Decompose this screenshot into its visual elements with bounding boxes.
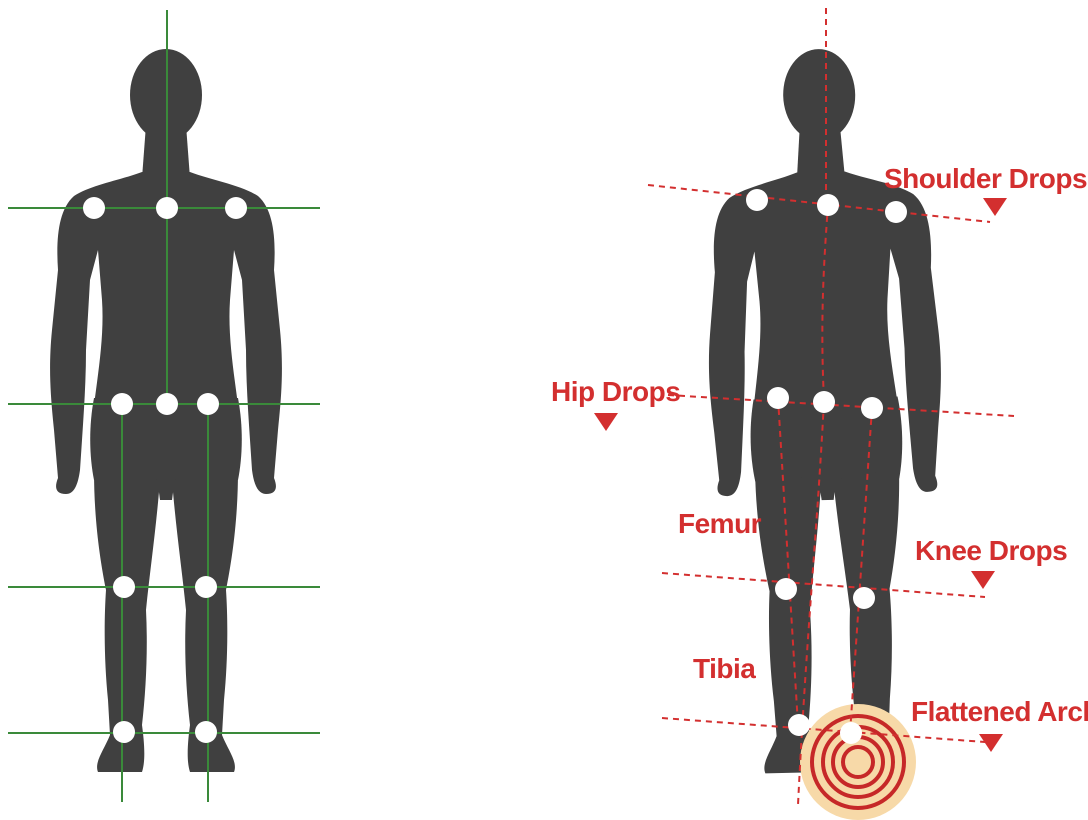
shoulder-drops-label: Shoulder Drops	[884, 163, 1087, 194]
joint-marker	[840, 722, 862, 744]
tibia-label: Tibia	[693, 653, 756, 684]
aligned-figure	[8, 10, 320, 802]
joint-marker	[111, 393, 133, 415]
joint-marker	[156, 197, 178, 219]
joint-marker	[746, 189, 768, 211]
misaligned-figure: Shoulder Drops Hip Drops Femur Knee Drop…	[551, 8, 1088, 820]
joint-marker	[775, 578, 797, 600]
joint-marker	[195, 721, 217, 743]
joint-marker	[817, 194, 839, 216]
joint-marker	[885, 201, 907, 223]
joint-marker	[83, 197, 105, 219]
knee-tilt-line	[662, 573, 985, 597]
joint-marker	[813, 391, 835, 413]
joint-marker	[767, 387, 789, 409]
femur-label: Femur	[678, 508, 762, 539]
joint-marker	[853, 587, 875, 609]
arch-drop-icon	[979, 734, 1003, 752]
knee-drop-icon	[971, 571, 995, 589]
knee-drops-label: Knee Drops	[915, 535, 1067, 566]
joint-marker	[225, 197, 247, 219]
concentric-target-icon	[800, 704, 916, 820]
joint-marker	[197, 393, 219, 415]
joint-marker	[113, 721, 135, 743]
joint-marker	[156, 393, 178, 415]
hip-drops-label: Hip Drops	[551, 376, 680, 407]
flattened-arch-label: Flattened Arch	[911, 696, 1088, 727]
joint-marker	[195, 576, 217, 598]
hip-drop-icon	[594, 413, 618, 431]
joint-marker	[113, 576, 135, 598]
shoulder-drop-icon	[983, 198, 1007, 216]
joint-marker	[788, 714, 810, 736]
joint-marker	[861, 397, 883, 419]
